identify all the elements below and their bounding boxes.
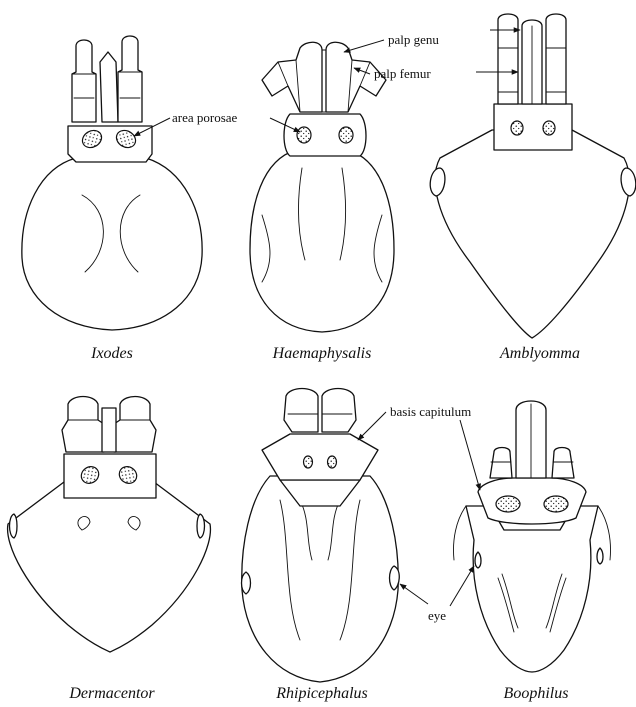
eye-leader-boophilus	[450, 566, 474, 606]
boophilus-porose-area-left	[496, 496, 520, 512]
haemaphysalis-basis-capitulum	[284, 114, 366, 156]
dermacentor-body	[8, 482, 211, 652]
eye-leader-rhipicephalus	[400, 584, 428, 604]
label-eye: eye	[428, 608, 446, 623]
genus-label-ixodes: Ixodes	[90, 345, 133, 362]
label-palp-genu: palp genu	[388, 32, 439, 47]
label-palp-femur: palp femur	[374, 66, 431, 81]
specimen-ixodes	[22, 36, 202, 330]
boophilus-palp-left	[490, 448, 512, 479]
amblyomma-palp-left	[498, 14, 518, 104]
genus-label-dermacentor: Dermacentor	[68, 685, 155, 702]
ixodes-hypostome	[100, 52, 118, 122]
genus-label-amblyomma: Amblyomma	[499, 345, 580, 362]
genus-label-boophilus: Boophilus	[504, 685, 569, 702]
ixodes-palp-right	[118, 36, 142, 122]
amblyomma-palp-right	[546, 14, 566, 104]
boophilus-palp-right	[552, 448, 574, 479]
dermacentor-eye-left	[10, 514, 18, 538]
boophilus-eye-left	[475, 552, 481, 568]
dermacentor-hypostome	[102, 408, 116, 452]
ixodes-palp-left	[72, 40, 96, 122]
label-area-porosae: area porosae	[172, 110, 238, 125]
ixodes-basis-capitulum	[68, 126, 152, 162]
ixodes-body	[22, 158, 202, 330]
amblyomma-basis-capitulum	[494, 104, 572, 150]
basis-capitulum-leader-rhipicephalus	[358, 412, 386, 440]
specimen-amblyomma	[430, 14, 636, 338]
dermacentor-basis-capitulum	[64, 454, 156, 498]
specimen-dermacentor	[8, 397, 211, 653]
specimen-haemaphysalis	[250, 42, 394, 332]
boophilus-basis-capitulum	[478, 478, 586, 524]
label-basis-capitulum: basis capitulum	[390, 404, 471, 419]
specimen-rhipicephalus	[242, 389, 400, 683]
rhipicephalus-porose-area-left	[304, 456, 313, 468]
amblyomma-body	[435, 130, 629, 338]
dermacentor-palp-right	[114, 397, 156, 453]
genus-label-haemaphysalis: Haemaphysalis	[272, 345, 372, 362]
boophilus-eye-right	[597, 548, 603, 564]
boophilus-porose-area-right	[544, 496, 568, 512]
genus-label-rhipicephalus: Rhipicephalus	[275, 685, 368, 702]
rhipicephalus-palp-left	[284, 389, 318, 433]
dermacentor-eye-right	[197, 514, 205, 538]
specimen-boophilus	[454, 401, 611, 672]
amblyomma-porose-area-right	[543, 121, 555, 135]
amblyomma-porose-area-left	[511, 121, 523, 135]
rhipicephalus-porose-area-right	[328, 456, 337, 468]
basis-capitulum-leader-boophilus	[460, 420, 480, 490]
dermacentor-palp-left	[62, 397, 104, 453]
haemaphysalis-porose-area-right	[339, 127, 353, 143]
haemaphysalis-porose-area-left	[297, 127, 311, 143]
rhipicephalus-body	[242, 476, 399, 682]
palp-genu-leader	[344, 40, 384, 52]
rhipicephalus-basis-capitulum	[262, 434, 378, 480]
boophilus-body	[466, 506, 598, 672]
rhipicephalus-eye-right	[390, 566, 400, 590]
rhipicephalus-eye-left	[242, 572, 251, 594]
rhipicephalus-palp-right	[322, 389, 356, 433]
haemaphysalis-body	[250, 150, 394, 332]
haemaphysalis-palp-left	[262, 42, 322, 112]
